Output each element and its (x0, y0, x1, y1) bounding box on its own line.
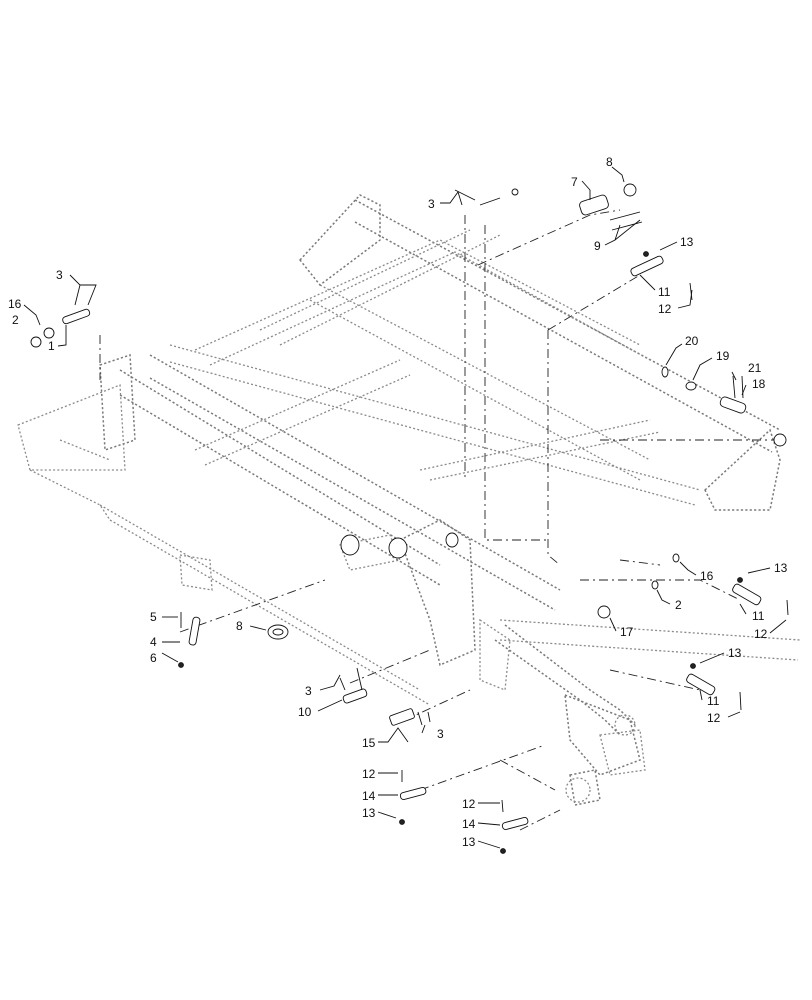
part-14-right (501, 816, 529, 831)
callout-13: 13 (362, 806, 376, 820)
callout-12: 12 (658, 302, 672, 316)
center-roller-hub (445, 532, 459, 548)
part-20 (661, 366, 669, 378)
part-1 (62, 308, 91, 325)
callout-3: 3 (305, 684, 312, 698)
part-17 (597, 605, 611, 619)
center-roller-right (388, 537, 408, 559)
callout-11: 11 (658, 285, 671, 299)
callout-14: 14 (362, 789, 376, 803)
part-11-low (686, 673, 716, 696)
callout-15: 15 (362, 736, 376, 750)
callout-8: 8 (606, 155, 613, 169)
part-11-mid (732, 583, 762, 606)
callout-leaders (23, 166, 787, 849)
assembly-lines (99, 209, 775, 831)
callout-16: 16 (8, 297, 22, 311)
part-18 (719, 396, 747, 414)
callout-6: 6 (150, 651, 157, 665)
callout-12: 12 (362, 767, 376, 781)
callout-18: 18 (752, 377, 766, 391)
callout-9: 9 (594, 239, 601, 253)
callout-13: 13 (774, 561, 788, 575)
callout-13: 13 (462, 835, 476, 849)
part-11-top (630, 255, 664, 277)
part-19 (685, 381, 697, 391)
part-14-left (399, 786, 427, 801)
frame-assembly (17, 194, 801, 806)
callout-1: 1 (48, 339, 55, 353)
callout-11: 11 (707, 694, 720, 708)
callout-3: 3 (437, 727, 444, 741)
center-roller-left (340, 534, 360, 556)
callout-12: 12 (707, 711, 721, 725)
callout-12: 12 (754, 627, 768, 641)
callout-10: 10 (298, 705, 312, 719)
callout-2: 2 (675, 598, 682, 612)
part-16-left (43, 327, 55, 339)
callout-11: 11 (752, 609, 765, 623)
callout-19: 19 (716, 349, 730, 363)
part-2-left (30, 336, 42, 348)
callout-4: 4 (150, 635, 157, 649)
part-8-top (623, 183, 637, 197)
callout-13: 13 (680, 235, 694, 249)
callout-20: 20 (685, 334, 699, 348)
part-3-top (511, 188, 519, 196)
part-4 (188, 616, 201, 646)
callout-14: 14 (462, 817, 476, 831)
part-16-right (672, 553, 680, 563)
callout-12: 12 (462, 797, 476, 811)
parts (30, 183, 789, 854)
callout-16: 16 (700, 569, 714, 583)
callout-2: 2 (12, 313, 19, 327)
callout-labels: 8 7 3 9 13 11 12 3 16 2 1 20 19 21 18 13… (8, 155, 788, 849)
callout-17: 17 (620, 625, 634, 639)
part-10 (342, 688, 368, 704)
callout-3: 3 (428, 197, 435, 211)
part-right-washer (773, 433, 787, 447)
part-7 (579, 194, 609, 216)
part-2-right (651, 580, 659, 590)
callout-7: 7 (571, 175, 578, 189)
callout-3: 3 (56, 268, 63, 282)
callout-5: 5 (150, 610, 157, 624)
callout-13: 13 (728, 646, 742, 660)
callout-21: 21 (748, 361, 762, 375)
callout-8: 8 (236, 619, 243, 633)
part-15 (389, 708, 415, 726)
